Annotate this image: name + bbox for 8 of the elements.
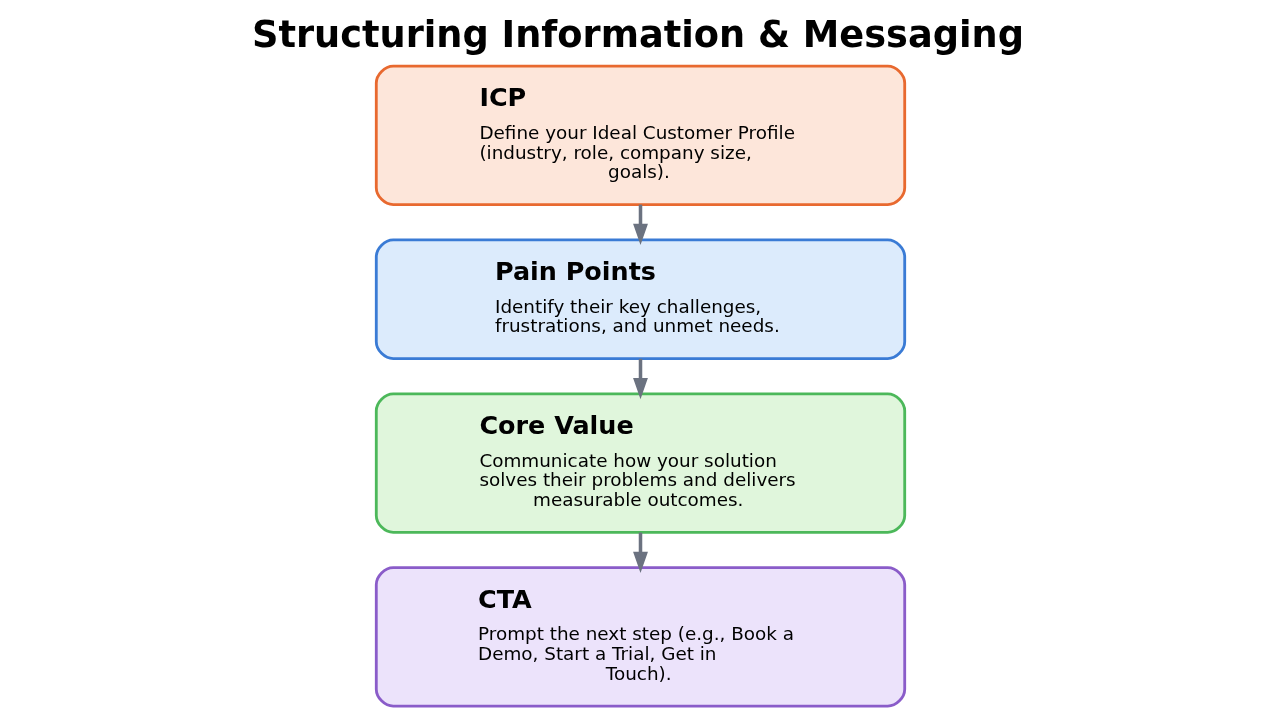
- node-box: Pain Points Identify their key challenges, frustrations, and unmet needs.: [374, 238, 906, 360]
- node-box: ICP Define your Ideal Customer Profile (industry, role, company size, goals).: [374, 64, 906, 206]
- diagram-title: Structuring Information & Messaging: [251, 13, 1024, 57]
- arrow: [632, 358, 648, 400]
- node-box: Core Value Communicate how your solution solves their problems and delivers measurable outcomes.: [374, 392, 906, 534]
- arrow: [632, 532, 648, 574]
- node-box: CTA Prompt the next step (e.g., Book a Demo, Start a Trial, Get in Touch).: [374, 566, 906, 708]
- arrow: [632, 204, 648, 246]
